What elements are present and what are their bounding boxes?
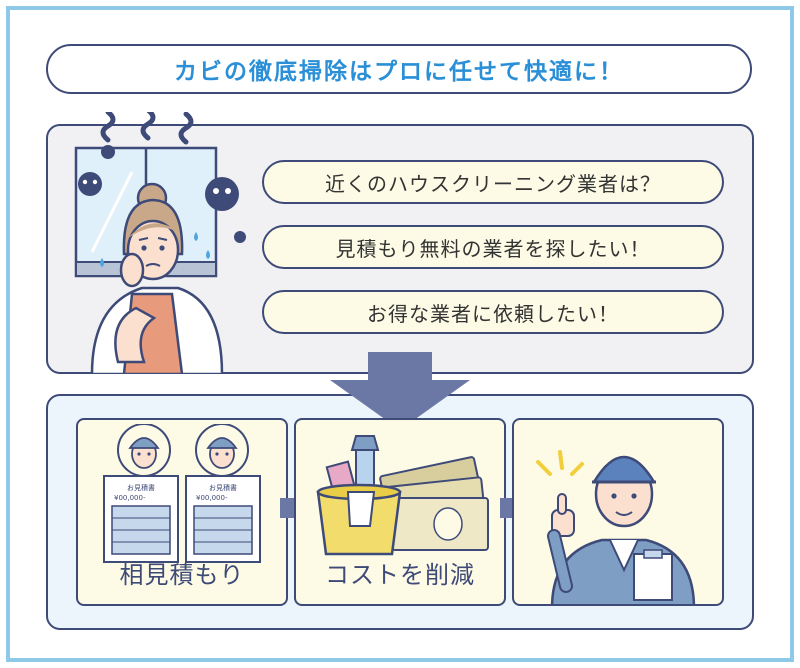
concern-text: 近くのハウスクリーニング業者は？ (325, 171, 661, 196)
down-arrow-icon (330, 352, 470, 430)
step-card-reduce-cost: コストを削減 (294, 418, 506, 606)
step-label: 相見積もり (119, 561, 245, 589)
headline-banner: カビの徹底掃除はプロに任せて快適に！ (46, 44, 752, 94)
odor-swirl-icon (100, 112, 194, 145)
concern-text: 見積もり無料の業者を探したい！ (335, 236, 651, 261)
estimate-heading: お見積書 (209, 483, 237, 492)
step-label: コストを削減 (325, 561, 475, 589)
concern-text: お得な業者に依頼したい！ (367, 301, 619, 326)
concern-bubble-good-deal: お得な業者に依頼したい！ (262, 290, 724, 334)
step-card-professional (512, 418, 724, 606)
estimate-sheets-illustration: お見積書 お見積書 ¥00,000- ¥00,000- (103, 424, 261, 563)
headline-text: カビの徹底掃除はプロに任せて快適に！ (174, 59, 624, 85)
mold-germ-icon (78, 145, 246, 243)
cleaning-bucket-and-money-illustration (316, 435, 489, 556)
cleaning-professional-illustration (536, 450, 696, 604)
worried-woman-illustration (74, 112, 246, 374)
step-card-compare-quotes: お見積書 お見積書 ¥00,000- ¥00,000- 相見積もり (76, 418, 288, 606)
estimate-heading: お見積書 (127, 483, 155, 492)
estimate-amount: ¥00,000- (114, 494, 146, 502)
concern-bubble-nearby: 近くのハウスクリーニング業者は？ (262, 160, 724, 204)
concern-bubble-free-estimate: 見積もり無料の業者を探したい！ (262, 225, 724, 269)
estimate-amount: ¥00,000- (196, 494, 228, 502)
sparkle-icon (536, 450, 584, 476)
